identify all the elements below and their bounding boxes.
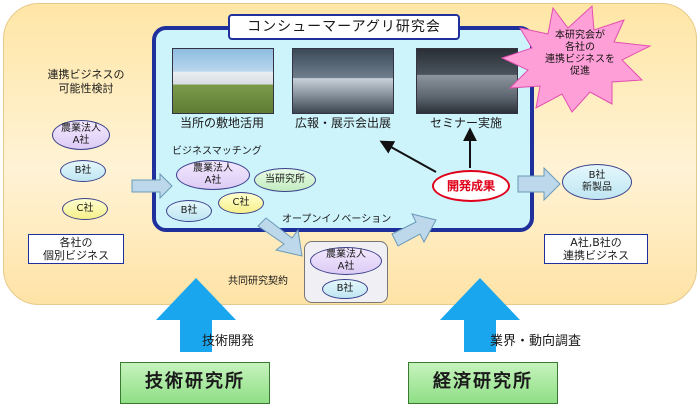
right-node-product: B社新製品	[562, 164, 632, 200]
matching-to-joint-arrow	[257, 217, 303, 257]
econ-lab-caption: 業界・動向調査	[490, 334, 582, 349]
consortium-title: コンシューマーアグリ研究会	[228, 14, 460, 40]
greenhouse-photo	[172, 48, 274, 114]
burst-shape	[500, 4, 652, 113]
joint-to-panel-arrow	[391, 213, 437, 247]
econ-lab-up-arrow	[440, 278, 520, 352]
exhibition-photo	[292, 48, 394, 114]
tech-lab-box: 技術研究所	[120, 362, 270, 404]
matching-node-b: B社	[166, 200, 212, 222]
left-heading: 連携ビジネスの 可能性検討	[47, 68, 125, 95]
left-node-b: B社	[60, 160, 106, 182]
matching-node-institute: 当研究所	[254, 168, 316, 192]
result-to-product-arrow	[517, 166, 561, 202]
tech-lab-up-arrow	[156, 278, 236, 352]
burst-text: 本研究会が 各社の 連携ビジネスを 促進	[545, 30, 615, 77]
joint-label: 共同研究契約	[228, 276, 288, 287]
matching-node-c: C社	[218, 192, 264, 214]
tech-lab-caption: 技術開発	[202, 334, 255, 349]
left-node-c: C社	[62, 198, 108, 220]
activity-caption-1: 当所の敷地活用	[179, 116, 264, 130]
matching-label: ビジネスマッチング	[172, 146, 262, 157]
result-to-exhibition-arrow	[379, 140, 437, 173]
activity-caption-2: 広報・展示会出展	[294, 116, 391, 130]
right-bottom-box: A社,B社の連携ビジネス	[544, 234, 648, 264]
econ-lab-box: 経済研究所	[408, 362, 558, 404]
left-bottom-box: 各社の個別ビジネス	[28, 234, 124, 264]
activity-caption-3: セミナー実施	[429, 116, 502, 130]
joint-node-b: B社	[322, 279, 368, 299]
entry-arrow	[131, 172, 173, 200]
result-node: 開発成果	[432, 170, 510, 202]
open-innovation-label: オープンイノベーション	[282, 214, 392, 225]
